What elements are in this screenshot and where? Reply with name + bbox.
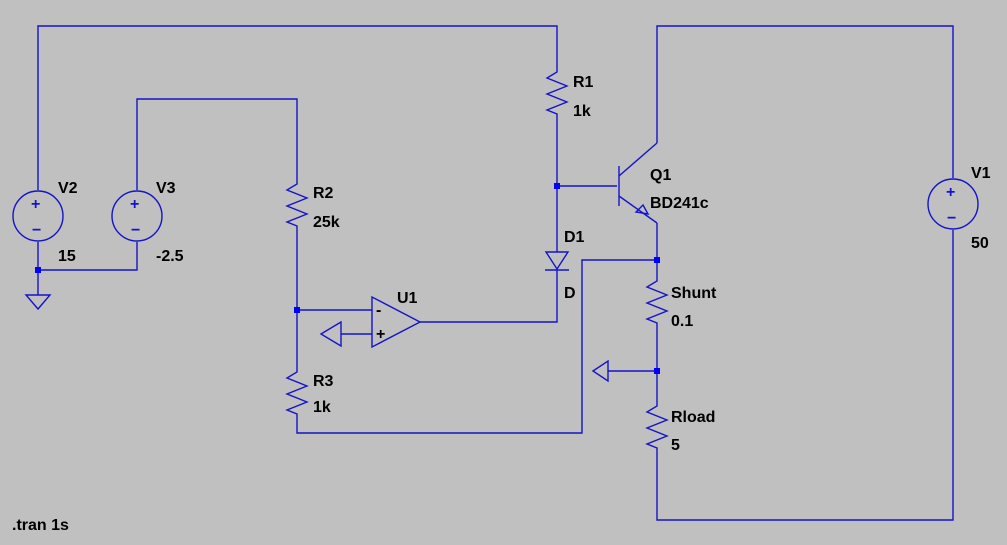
junction-dot [35,267,41,273]
label-v1-value: 50 [971,235,989,252]
plus-sign: + [946,184,955,201]
net-label-flag-icon[interactable] [319,320,342,348]
minus-sign: − [947,210,956,227]
label-v3-value: -2.5 [156,248,184,265]
resistor-r1[interactable] [545,65,569,120]
label-q1-name: Q1 [650,167,671,184]
resistor-r2[interactable] [285,178,309,230]
voltage-source-v1[interactable]: + − [927,178,979,230]
diode-d1[interactable] [544,251,570,271]
label-v2-value: 15 [58,248,76,265]
label-d1-value: D [564,285,576,302]
junction-dot [654,257,660,263]
label-r1-value: 1k [573,103,591,120]
opamp-minus-sign: - [376,302,381,319]
wires [37,25,954,521]
label-d1-name: D1 [564,229,585,246]
label-r1-name: R1 [573,74,594,91]
label-shunt-name: Shunt [671,285,717,302]
label-r3-name: R3 [313,373,334,390]
opamp-u1[interactable]: - + [341,295,422,349]
label-u1-name: U1 [397,290,418,307]
spice-directive[interactable]: .tran 1s [12,517,69,534]
label-r2-value: 25k [313,214,340,231]
label-shunt-value: 0.1 [671,313,693,330]
junctions [35,183,660,374]
transistor-q1[interactable] [618,142,658,224]
plus-sign: + [31,196,40,213]
opamp-plus-sign: + [376,326,385,343]
label-r3-value: 1k [313,399,331,416]
junction-dot [294,307,300,313]
minus-sign: − [131,222,140,239]
net-label-flag-icon[interactable] [591,359,609,383]
label-rload-name: Rload [671,409,715,426]
component-labels: V2 15 V3 -2.5 V1 50 R1 1k R2 25k R3 1k Q… [12,74,991,534]
minus-sign: − [32,222,41,239]
voltage-source-v3[interactable]: + − [111,190,163,242]
label-r2-name: R2 [313,185,334,202]
ground-icon[interactable] [24,294,52,311]
voltage-source-v2[interactable]: + − [12,190,64,242]
plus-sign: + [130,196,139,213]
label-q1-value: BD241c [650,195,709,212]
resistor-rload[interactable] [645,400,669,452]
emitter-arrow-icon [634,203,650,215]
junction-dot [654,368,660,374]
resistor-shunt[interactable] [645,275,669,325]
junction-dot [554,183,560,189]
label-v3-name: V3 [156,180,176,197]
label-rload-value: 5 [671,437,680,454]
resistor-r3[interactable] [285,366,309,418]
label-v1-name: V1 [971,165,991,182]
label-v2-name: V2 [58,180,78,197]
